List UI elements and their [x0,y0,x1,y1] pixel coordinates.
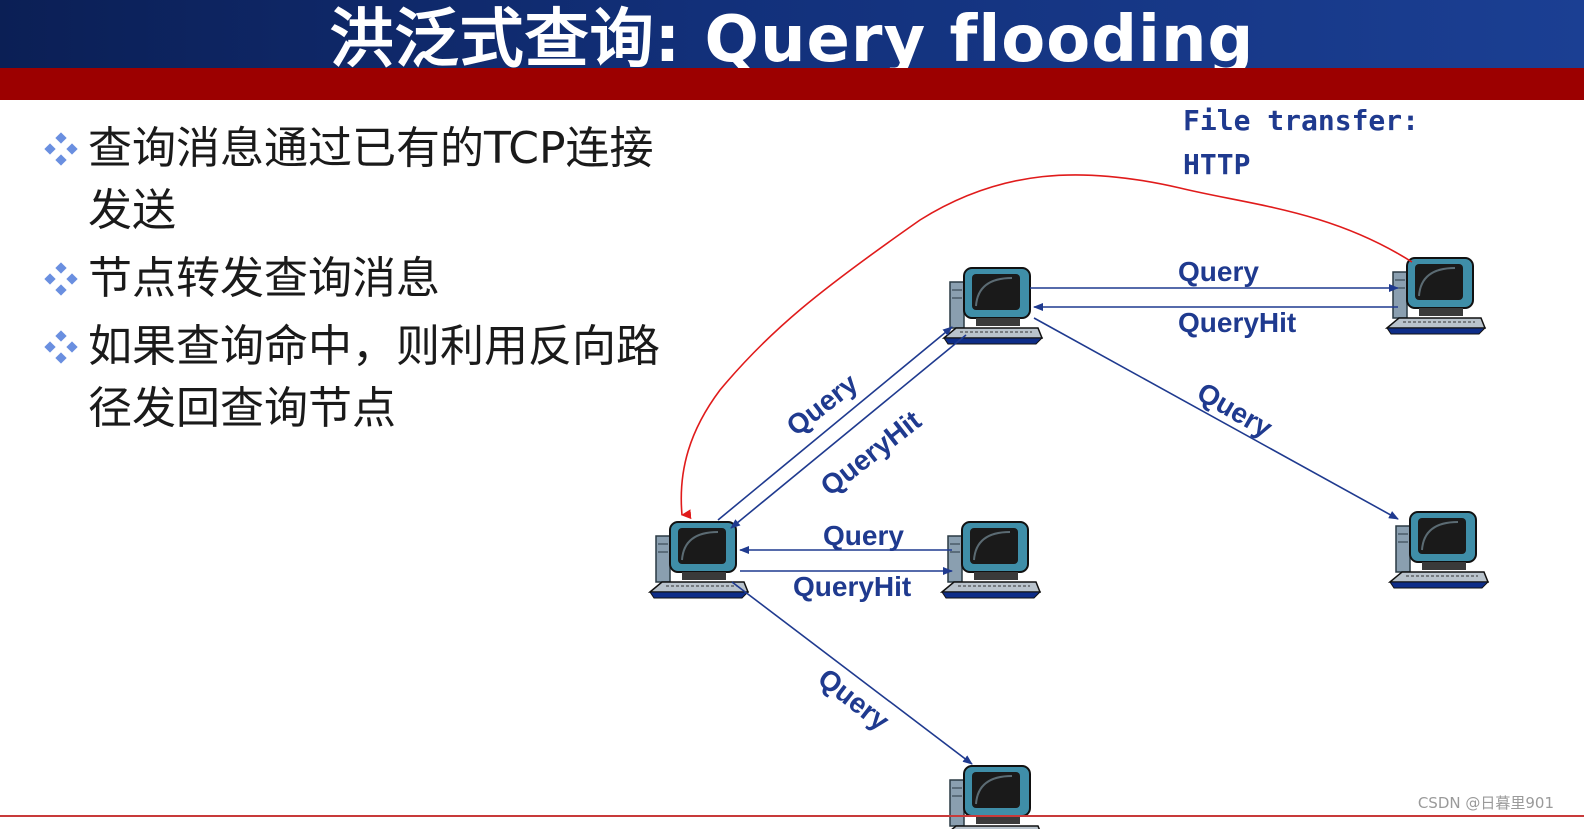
diamond-bullet-icon [44,132,78,166]
file-transfer-label: HTTP [1183,148,1250,181]
bullet-item: 节点转发查询消息 [44,248,684,310]
slide-title: 洪泛式查询: Query flooding [329,3,1255,68]
edge-label-query: Query [1192,376,1278,444]
query-arrow [731,581,973,765]
footer-line [0,815,1584,817]
edge-label-query: Query [1178,256,1259,287]
file-transfer-arrow [680,174,1413,520]
title-bar: 洪泛式查询: Query flooding [0,0,1584,68]
edge-label-query: Query [823,520,904,551]
peer-computer-icon [1389,511,1489,589]
bullet-item: 如果查询命中，则利用反向路径发回查询节点 [44,316,684,440]
query-arrow [1033,317,1399,520]
edge-label-queryhit: QueryHit [815,404,927,501]
watermark: CSDN @日暮里901 [1417,794,1554,812]
diamond-bullet-icon [44,330,78,364]
peer-computer-icon [943,765,1043,829]
diamond-bullet-icon [44,262,78,296]
peer-computer-icon [943,267,1043,345]
edge-label-query: Query [781,367,864,442]
title-underline-band [0,68,1584,100]
queryhit-arrow [730,334,967,529]
file-transfer-label: File transfer: [1183,104,1419,137]
peer-computer-icon [941,521,1041,599]
edge-label-queryhit: QueryHit [1178,307,1296,338]
bullet-text: 节点转发查询消息 [88,253,440,304]
edge-label-queryhit: QueryHit [793,571,911,602]
bullet-text: 如果查询命中，则利用反向路径发回查询节点 [88,321,660,434]
bullet-item: 查询消息通过已有的TCP连接发送 [44,118,684,242]
bullet-text: 查询消息通过已有的TCP连接发送 [88,123,654,236]
query-arrow [717,326,953,521]
peer-computer-icon [649,521,749,599]
peer-computer-icon [1386,257,1486,335]
bullet-list: 查询消息通过已有的TCP连接发送 节点转发查询消息 如果查询命中，则利用反向路径… [44,118,684,446]
